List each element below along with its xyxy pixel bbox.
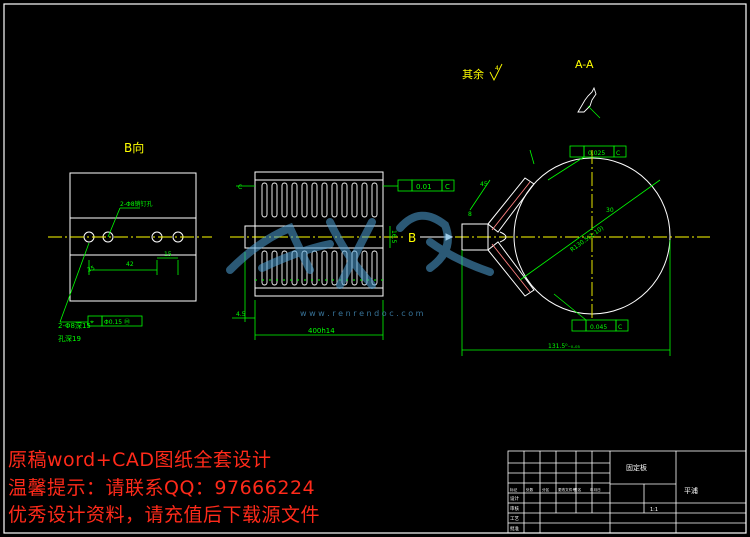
body-flatness: 0.01 bbox=[416, 183, 432, 191]
section-label: A-A bbox=[575, 58, 594, 71]
arc-datum-top: C bbox=[616, 150, 620, 157]
body-rib bbox=[321, 182, 328, 218]
b-left: 25 bbox=[86, 265, 96, 274]
drawing-frame bbox=[3, 3, 747, 534]
body-rib bbox=[331, 250, 338, 286]
body-rib bbox=[331, 182, 338, 218]
title-block-row-label: 签名 bbox=[574, 487, 582, 492]
body-dims bbox=[232, 179, 455, 340]
scale: 1:1 bbox=[650, 507, 658, 513]
body-height: 16.5 bbox=[390, 230, 397, 244]
body-rib bbox=[281, 250, 288, 286]
watermark-url: w w w . r e n r e n d o c . c o m bbox=[300, 309, 424, 318]
body-rib bbox=[341, 182, 348, 218]
arc-datum-bottom: C bbox=[618, 324, 622, 331]
body-side-datum: C bbox=[238, 184, 242, 191]
arc-radius: R130.5(1:10) bbox=[569, 225, 605, 254]
arrow-b-label: B bbox=[408, 231, 416, 245]
body-rib bbox=[311, 182, 318, 218]
title-block-role-label: 批准 bbox=[510, 525, 519, 532]
title-block-row-label: 年月日 bbox=[590, 487, 601, 492]
part-name: 固定板 bbox=[626, 463, 647, 472]
body-length: 400h14 bbox=[308, 327, 335, 335]
arc-view-dims bbox=[461, 145, 671, 356]
b-spacing: 42 bbox=[126, 261, 134, 268]
title-block-row-label: 标记 bbox=[510, 487, 518, 492]
title-block-role-label: 审核 bbox=[510, 505, 519, 512]
body-rib bbox=[321, 250, 328, 286]
body-rib bbox=[361, 182, 368, 218]
body-rib bbox=[301, 182, 308, 218]
body-datum: C bbox=[445, 183, 450, 191]
body-rib bbox=[271, 250, 278, 286]
body-rib bbox=[351, 182, 358, 218]
arc-tol-bottom: 0.045 bbox=[590, 324, 607, 331]
body-rib bbox=[281, 182, 288, 218]
company-name: 平浦 bbox=[684, 486, 698, 495]
title-block-row-label: 分区 bbox=[542, 487, 550, 492]
promo-line-1: 原稿word+CAD图纸全套设计 bbox=[8, 449, 272, 471]
b-hole-depth: 孔深19 bbox=[58, 334, 81, 343]
title-block-row-label: 处数 bbox=[526, 487, 534, 492]
title-block-row-label: 更改文件号 bbox=[558, 487, 576, 492]
body-ribs-top bbox=[261, 182, 378, 218]
body-rib bbox=[271, 182, 278, 218]
overall-width: 131.5⁰₋₀.₀₅ bbox=[548, 343, 580, 350]
title-block-role-label: 工艺 bbox=[510, 516, 519, 522]
b-tol: Φ0.15 Ⓜ bbox=[104, 318, 130, 326]
body-rib bbox=[261, 182, 268, 218]
b-slot-note: 2-Φ8销钉孔 bbox=[120, 200, 153, 208]
section-detail-dim bbox=[587, 105, 601, 119]
b-holes-note: 2-Φ8深15 bbox=[58, 321, 91, 330]
small-dim-c: 30 bbox=[606, 207, 614, 214]
body-rib bbox=[371, 182, 378, 218]
roughness-value: 4 bbox=[495, 65, 499, 72]
title-block-role-label: 设计 bbox=[510, 495, 519, 502]
title-block bbox=[507, 450, 747, 534]
body-rib bbox=[291, 182, 298, 218]
section-detail bbox=[577, 86, 597, 113]
watermark-logo bbox=[226, 211, 494, 289]
roughness-note: 其余 bbox=[462, 67, 484, 81]
arc-tol-top: 0.025 bbox=[588, 150, 605, 157]
roughness-symbol bbox=[489, 63, 503, 82]
body-left: 4.5 bbox=[236, 311, 246, 318]
body-view bbox=[244, 171, 384, 297]
small-dim-a: 45 bbox=[480, 181, 488, 188]
arc-view bbox=[455, 150, 710, 320]
b-view-dims bbox=[59, 207, 179, 327]
small-dim-b: 8 bbox=[468, 211, 472, 218]
promo-line-3: 优秀设计资料，请充值后下载源文件 bbox=[8, 504, 321, 526]
promo-line-2: 温馨提示：请联系QQ：97666224 bbox=[8, 477, 316, 499]
b-right: 15 bbox=[164, 251, 172, 258]
b-view-label: B向 bbox=[124, 140, 144, 155]
b-tol-symbol: ⌖ bbox=[90, 318, 94, 326]
